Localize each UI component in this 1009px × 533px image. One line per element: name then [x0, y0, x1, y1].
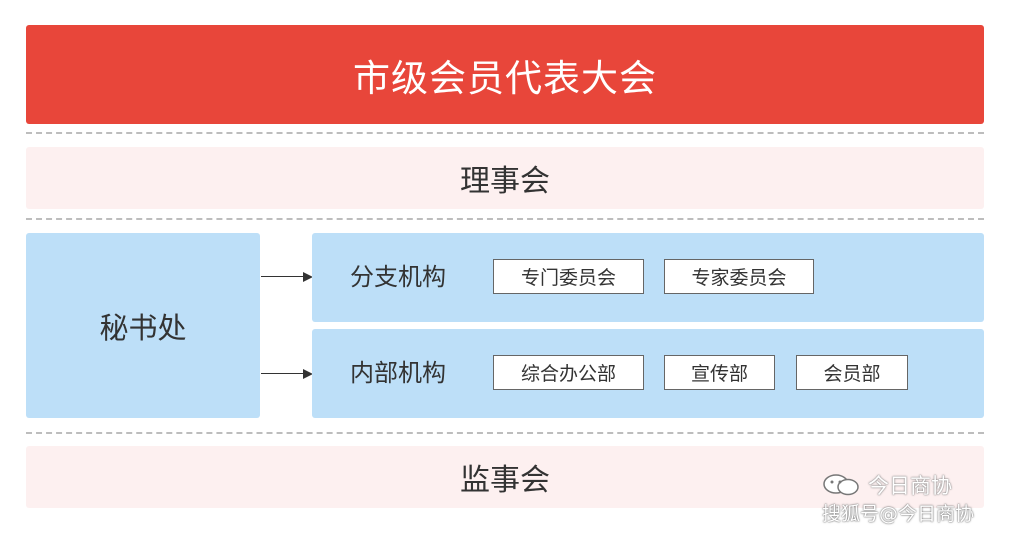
sub-box-publicity: 宣传部: [664, 355, 775, 390]
arrow-line: [261, 276, 305, 277]
arrow-head-icon: [303, 369, 313, 379]
sub-box-general-office: 综合办公部: [493, 355, 644, 390]
sub-box-special-committee: 专门委员会: [493, 259, 644, 294]
supervisory-label: 监事会: [460, 463, 550, 498]
secretariat-box: 秘书处: [26, 233, 260, 418]
arrow-head-icon: [303, 272, 313, 282]
sub-box-membership: 会员部: [796, 355, 908, 390]
watermark-text-1: 今日商协: [868, 474, 952, 498]
top-title: 市级会员代表大会: [353, 56, 657, 100]
arrow-line: [261, 373, 305, 374]
dashed-divider: [26, 218, 984, 220]
wechat-icon: [823, 474, 859, 496]
internal-label: 内部机构: [350, 359, 446, 387]
dashed-divider: [26, 432, 984, 434]
branches-label: 分支机构: [350, 263, 446, 291]
sub-box-expert-committee: 专家委员会: [664, 259, 814, 294]
watermark-line1: 今日商协: [822, 470, 952, 500]
secretariat-label: 秘书处: [99, 310, 187, 345]
council-label: 理事会: [460, 164, 550, 199]
dashed-divider: [26, 132, 984, 134]
council-bar: 理事会: [26, 147, 984, 209]
top-banner: 市级会员代表大会: [26, 25, 984, 124]
branches-panel: [312, 233, 984, 322]
watermark-line2: 搜狐号@今日商协: [822, 503, 975, 525]
supervisory-bar: 监事会: [26, 446, 984, 508]
